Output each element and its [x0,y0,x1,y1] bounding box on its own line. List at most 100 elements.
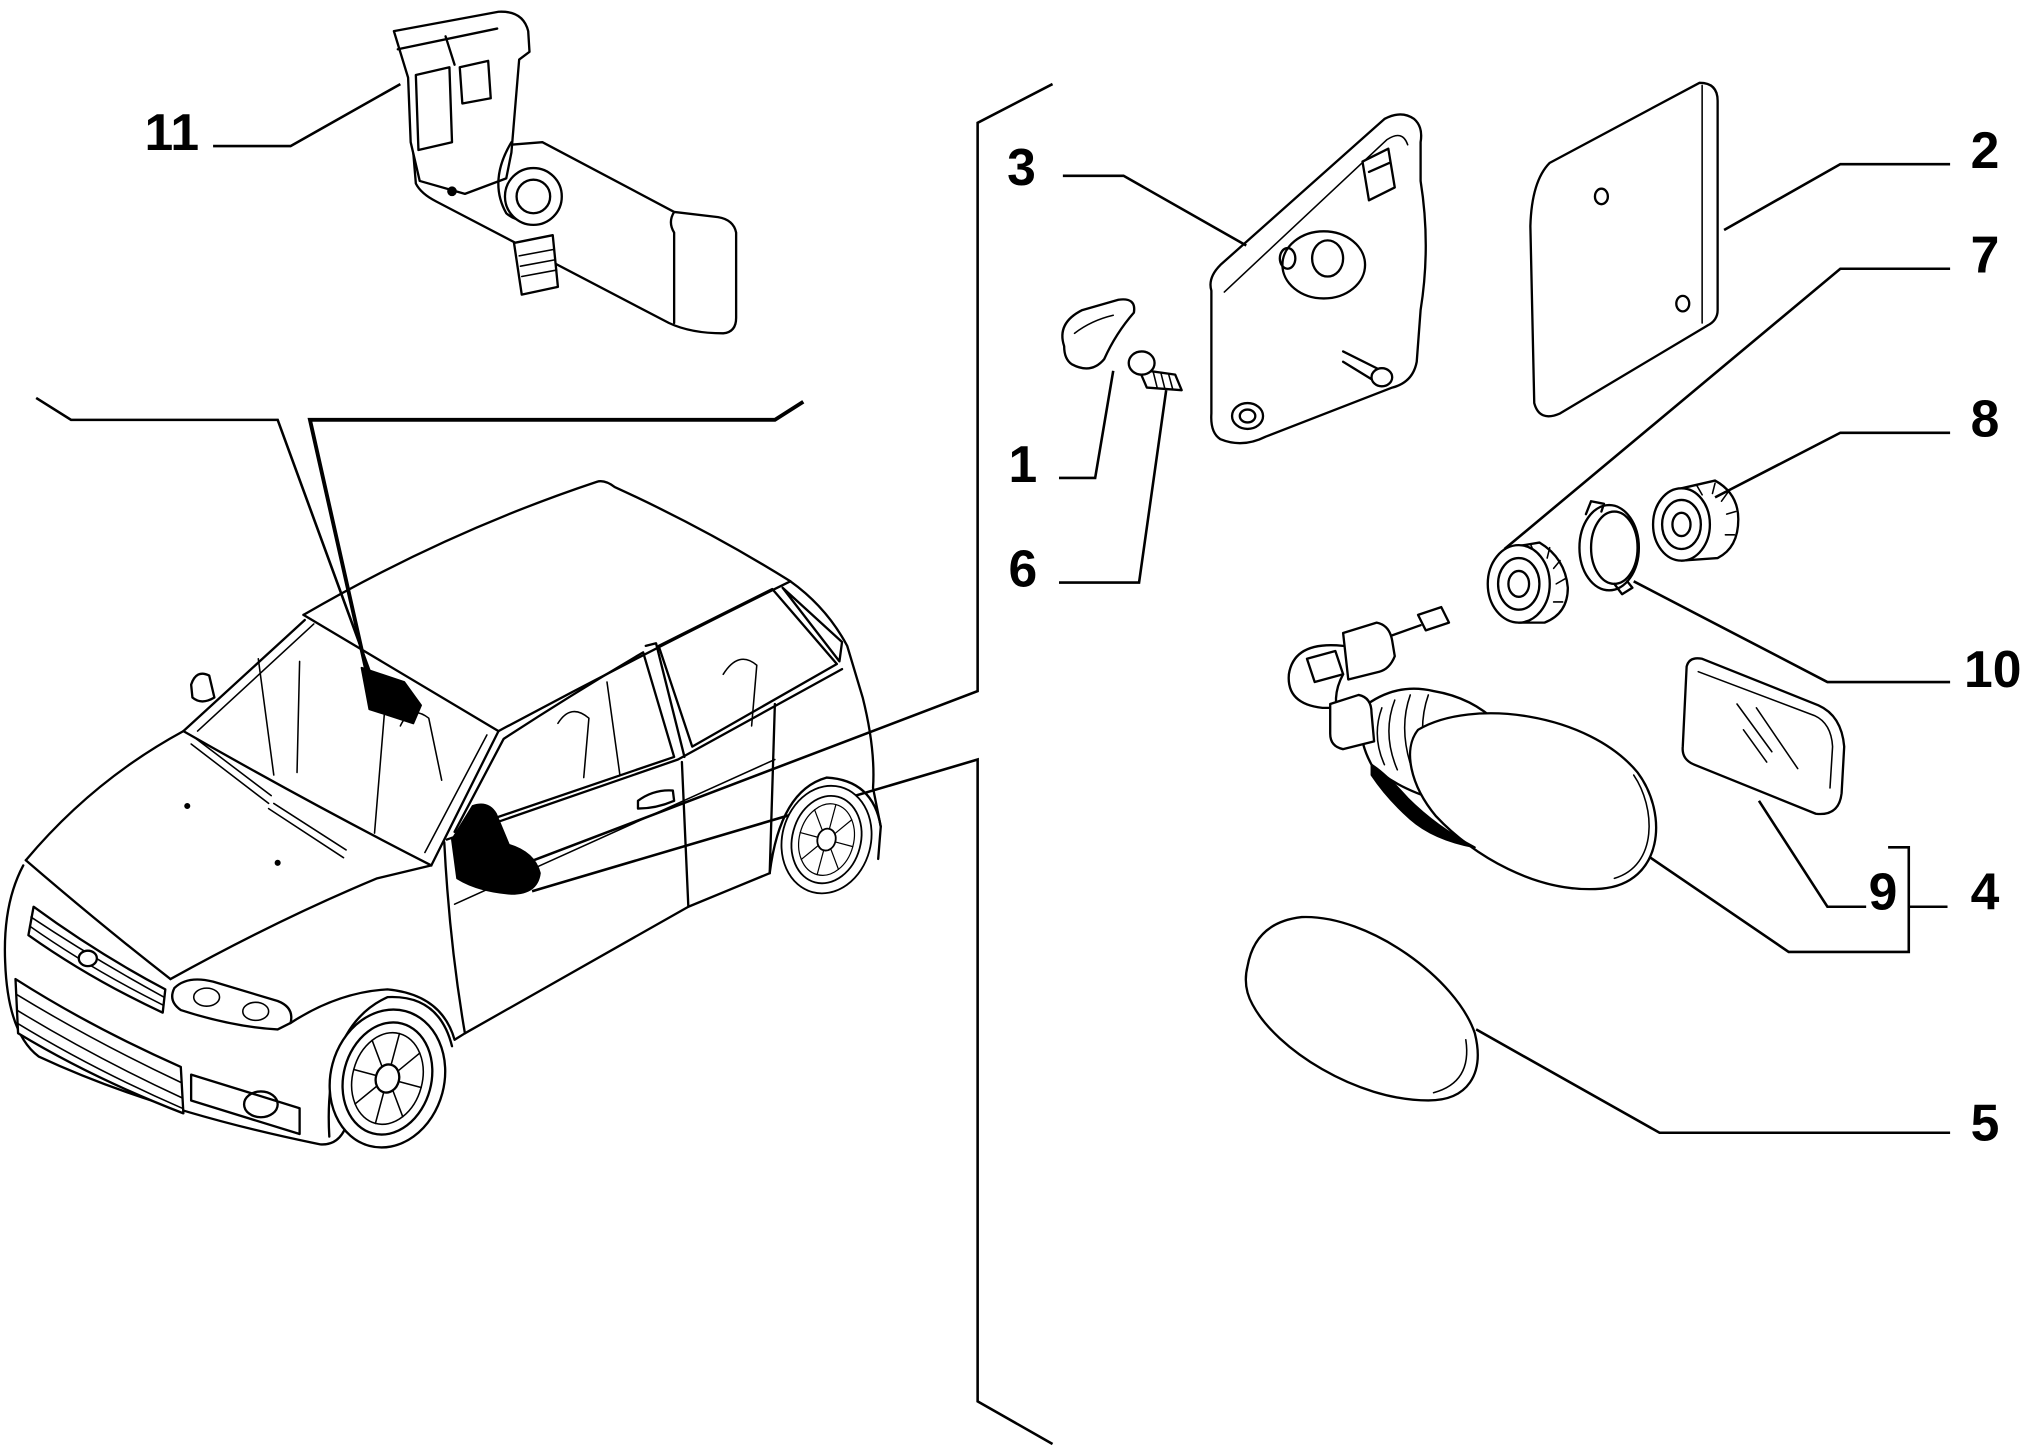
car-front-rim [341,1021,434,1136]
car-badge [77,949,99,968]
part-3-hole [1230,401,1265,431]
part-2-hole [1593,187,1610,206]
part-7-face-ring [1496,556,1541,611]
part-4-connector-second [1305,649,1345,684]
part-8-ribs [1696,482,1737,536]
leader-line-5 [1475,1028,1951,1135]
car-front-door-front-edge [443,841,467,1035]
callout-10: 10 [1964,640,2021,698]
car-lower-grille-slats [16,993,183,1109]
car-a-pillar-right-inner [424,734,488,854]
car-hood-dot [274,859,281,866]
car-rear-wheel-arch [768,776,882,875]
separator-upper [526,82,1054,865]
car-headlight-lens [242,1001,270,1022]
part-10-inner [1589,510,1639,586]
car-sill [463,872,771,1035]
part-2-backing-plate [1529,81,1719,418]
part-3-post [1278,246,1297,270]
car-illustration [3,480,882,1149]
separator-lower [531,757,1054,1446]
car-hood-left-edge [24,729,185,862]
part-3-base-plate [1209,113,1427,445]
car-front-fender [289,988,467,1041]
car-interior-mirror [360,666,422,725]
part-11-dot [447,186,457,197]
part-4-plug [1329,693,1376,751]
leader-line-11 [213,82,401,148]
car-roof-far-edge [302,480,792,617]
car-front-door-window [453,651,676,833]
car-rear-spokes [799,803,854,876]
part-8-face-ring [1660,498,1703,551]
part-3-outline [1209,113,1427,445]
part-7-face-center [1507,569,1531,598]
part-4-connector [1341,621,1396,681]
part-11-bracket-lip [396,27,499,66]
car-beltline [445,667,844,841]
leader-line-3 [1062,174,1247,247]
leader-bracket-4 [1649,846,1948,954]
leader-line-1 [1058,370,1115,480]
callout-labels: 11 3 2 7 8 1 6 10 9 4 5 [144,103,2021,1152]
part-2-outline [1529,81,1719,418]
leader-line-9 [1757,800,1867,909]
callout-7: 7 [1971,226,2000,284]
separator-lines [35,82,1054,1446]
car-door-handle [636,789,676,810]
part-4-housing-shell [1408,712,1658,891]
car-rear-tire [780,784,873,895]
part-4-housing-shadow [1370,763,1476,849]
part-5-edge [1432,1038,1468,1094]
car-cowl [182,729,433,867]
part-8-gear [1651,479,1740,562]
car-a-pillar-right [430,729,500,867]
part-6-threads [1152,371,1174,390]
car-rear-door-window [657,587,839,748]
leader-line-8 [1714,431,1951,499]
car-hood-front-edge [24,859,172,981]
car-hood-dot [184,802,191,810]
part-6-head [1127,350,1156,376]
part-11-interior-mirror [392,10,738,335]
callout-1: 1 [1008,435,1037,493]
callout-4: 4 [1971,862,2000,920]
part-7-motor [1486,541,1569,624]
part-1-outline [1061,298,1136,370]
part-10-ring [1578,500,1641,596]
part-4-housing-assembly [1287,605,1658,891]
part-6-screw [1127,350,1183,392]
part-3-edge [1223,134,1409,293]
part-11-bracket-slot [414,66,454,152]
part-9-outline [1681,657,1846,816]
leader-line-10 [1633,580,1951,684]
part-11-housing [412,141,738,335]
part-11-ball-joint [503,166,563,227]
car-headlight [171,978,293,1031]
car-rear-wheel [780,784,873,895]
part-4-neck-ribs [1376,694,1432,781]
part-11-ball-joint-inner [515,178,552,215]
part-4-housing-rim [1613,774,1650,880]
leader-line-7 [1503,267,1951,550]
car-lower-grille [14,977,185,1115]
callout-9: 9 [1869,862,1898,920]
callout-2: 2 [1971,121,2000,179]
part-11-housing-end-face [669,210,676,325]
car-front-bumper [3,864,348,1146]
car-front-wheel [328,1008,447,1149]
car-b-pillar [644,642,686,759]
part-3-boss-hole [1310,239,1345,278]
part-4-wire-loop [1287,644,1345,710]
car-front-tire [328,1008,447,1149]
part-3-hole-inner [1238,408,1257,424]
car-front-spokes [352,1032,422,1125]
part-8-face-center [1671,511,1692,538]
car-fog-light-housing [189,1073,301,1136]
part-3-stamp [1361,147,1396,202]
part-11-clip-ribs [518,248,558,278]
car-rear-pillar [789,580,882,828]
car-a-pillar-left [182,618,306,733]
part-7-face [1486,543,1551,624]
